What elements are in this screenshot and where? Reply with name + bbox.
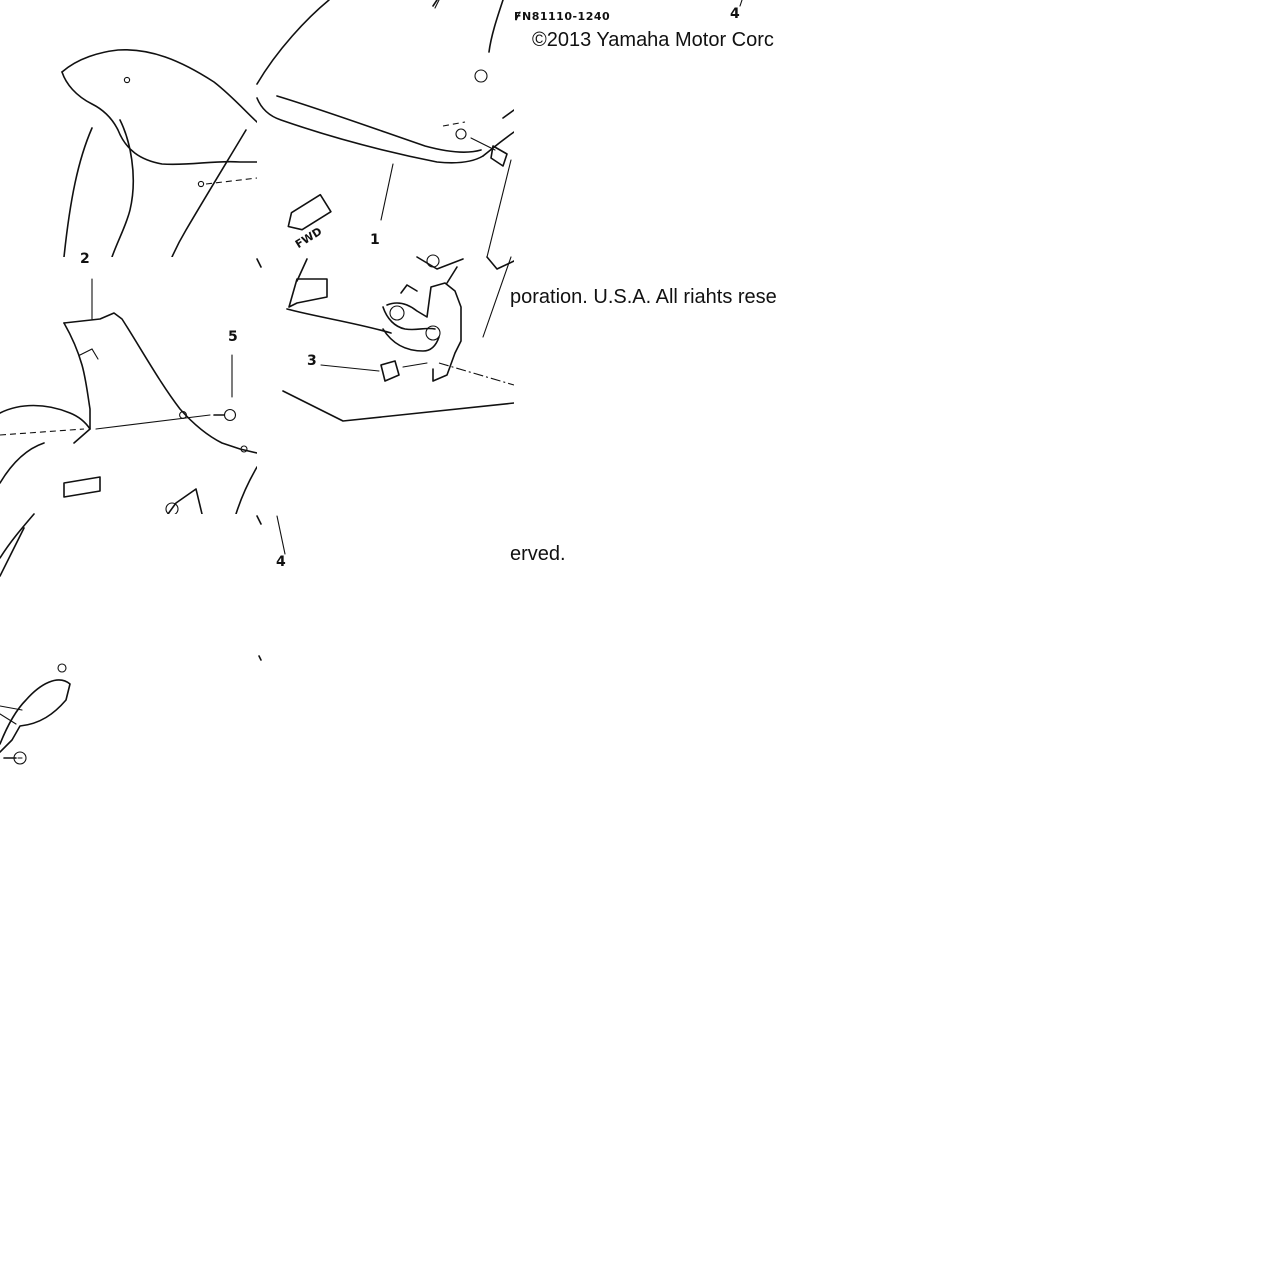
copyright-line-1: ©2013 Yamaha Motor Corc	[532, 29, 774, 51]
tile-bracket-stay: 3	[256, 254, 515, 514]
tile-copyright-end: erved.	[510, 514, 771, 771]
tile-copyright-continuation: poration. U.S.A. All riahts rese	[510, 257, 777, 514]
callout-4-middle: 4	[276, 554, 286, 570]
side-panel-drawing	[0, 278, 258, 516]
windscreen-drawing	[256, 0, 515, 258]
callout-4-top: 4	[730, 6, 740, 22]
bracket-stay-drawing	[256, 254, 515, 422]
part-code-fragment	[515, 0, 743, 21]
tile-lower-fairing	[0, 513, 257, 771]
part-code: FN81110-1240	[514, 10, 611, 23]
tile-part-code: FN81110-1240 4 ©2013 Yamaha Motor Corc	[514, 0, 774, 257]
copyright-line-3: erved.	[510, 543, 566, 565]
tile-upper-fairing-panel	[0, 0, 258, 258]
tile-windscreen: 1 FWD	[256, 0, 515, 258]
stay-hint-drawing	[256, 515, 286, 661]
callout-5: 5	[228, 329, 238, 345]
callout-2: 2	[80, 251, 90, 267]
callout-1: 1	[370, 232, 380, 248]
callout-3: 3	[307, 353, 317, 369]
copyright-line-2: poration. U.S.A. All riahts rese	[510, 286, 777, 308]
fwd-arrow-icon	[287, 193, 332, 231]
tile-side-panel: 2 5	[0, 251, 258, 516]
lower-fairing-drawing	[0, 513, 71, 765]
upper-fairing-panel-drawing	[61, 48, 258, 258]
tile-stay-hint: 4	[256, 514, 514, 771]
